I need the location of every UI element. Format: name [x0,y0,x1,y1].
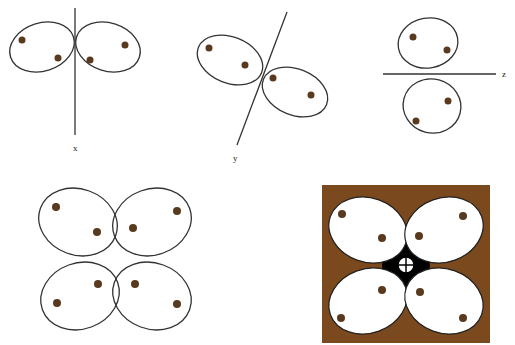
axis-label: y [233,154,238,163]
axis-label: z [502,70,506,79]
axis-label: x [73,144,78,153]
